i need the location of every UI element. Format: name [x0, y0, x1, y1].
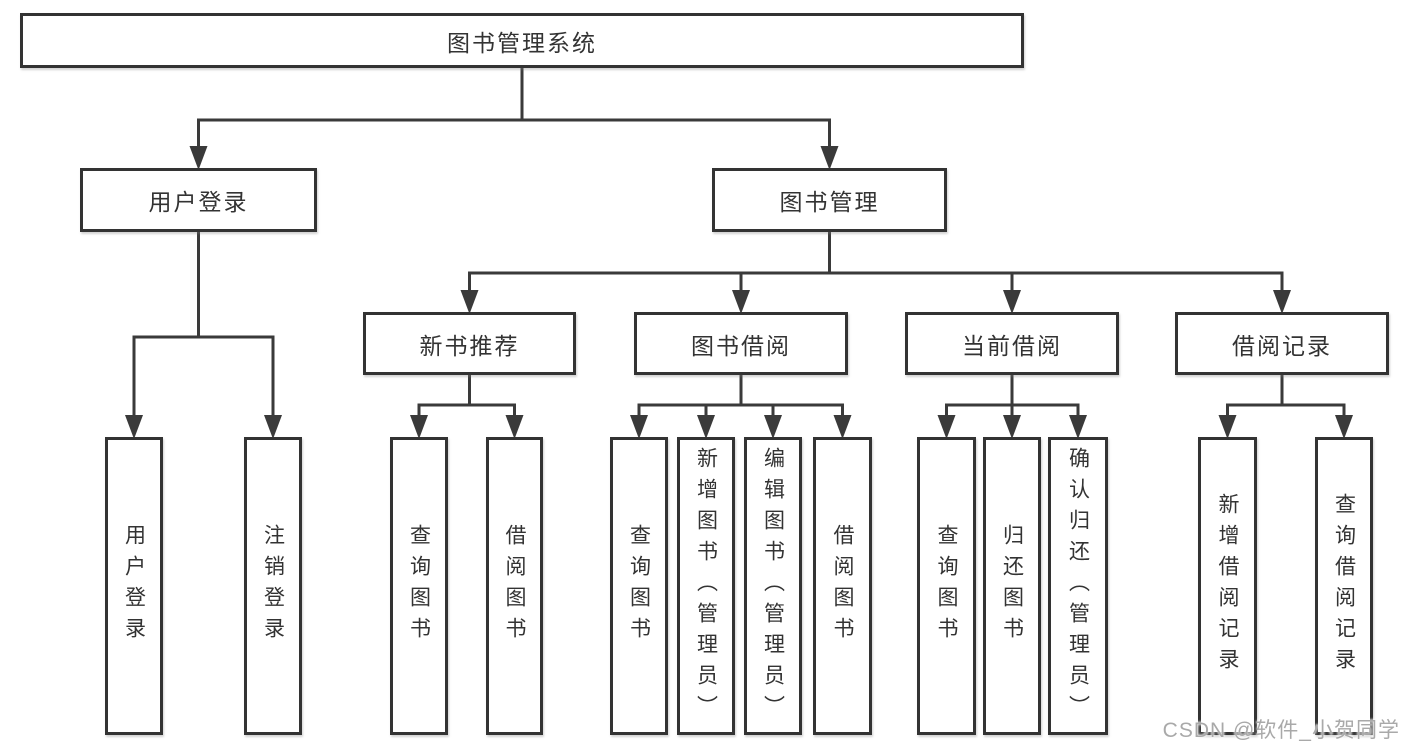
- node-label-bb-query-books: 查询图书: [627, 524, 651, 648]
- node-label-rec-borrow-books: 借阅图书: [503, 524, 526, 648]
- node-label-login: 用户登录: [122, 524, 146, 648]
- node-cb-query-books: 查询图书: [917, 437, 976, 735]
- node-label-rec-query-books: 查询图书: [407, 524, 431, 648]
- arrowhead-icon: [460, 290, 479, 314]
- watermark: CSDN @软件_小贺同学: [1162, 719, 1400, 742]
- connector-book-mgmt: [460, 230, 1291, 314]
- node-user-login: 用户登录: [80, 168, 317, 232]
- connector-new-book-rec: [410, 373, 524, 439]
- node-label-book-mgmt: 图书管理: [779, 189, 880, 215]
- node-label-user-login: 用户登录: [148, 189, 249, 215]
- arrowhead-icon: [1273, 290, 1291, 314]
- arrowhead-icon: [1218, 415, 1237, 439]
- node-bb-borrow-books: 借阅图书: [813, 437, 872, 735]
- node-login: 用户登录: [105, 437, 163, 735]
- node-root: 图书管理系统: [20, 13, 1024, 68]
- node-label-cb-return-books: 归还图书: [1000, 524, 1024, 648]
- node-label-logout: 注销登录: [261, 524, 285, 648]
- arrowhead-icon: [505, 415, 524, 439]
- node-label-new-book-rec: 新书推荐: [419, 332, 520, 359]
- connector-book-borrow: [630, 373, 852, 439]
- arrowhead-icon: [937, 415, 956, 439]
- arrowhead-icon: [833, 415, 852, 439]
- node-label-book-borrow: 图书借阅: [691, 332, 791, 359]
- node-label-bb-edit-books: 编辑图书（管理员）: [761, 446, 785, 726]
- arrowhead-icon: [1003, 290, 1021, 314]
- node-bb-edit-books: 编辑图书（管理员）: [744, 437, 802, 735]
- arrowhead-icon: [125, 415, 143, 439]
- arrowhead-icon: [1335, 415, 1353, 439]
- arrowhead-icon: [410, 415, 428, 439]
- node-rec-query-books: 查询图书: [390, 437, 448, 735]
- node-label-borrow-records: 借阅记录: [1232, 332, 1332, 359]
- node-cb-confirm-return: 确认归还（管理员）: [1048, 437, 1108, 735]
- node-bb-add-books: 新增图书（管理员）: [677, 437, 735, 735]
- node-br-add-record: 新增借阅记录: [1198, 437, 1257, 735]
- node-logout: 注销登录: [244, 437, 302, 735]
- node-borrow-records: 借阅记录: [1175, 312, 1389, 375]
- arrowhead-icon: [820, 146, 839, 170]
- node-new-book-rec: 新书推荐: [363, 312, 576, 375]
- node-book-borrow: 图书借阅: [634, 312, 848, 375]
- node-label-cb-query-books: 查询图书: [935, 524, 958, 648]
- arrowhead-icon: [630, 415, 648, 439]
- arrowhead-icon: [764, 415, 782, 439]
- node-label-root: 图书管理系统: [447, 29, 597, 56]
- arrowhead-icon: [264, 415, 282, 439]
- node-label-current-borrow: 当前借阅: [962, 332, 1062, 359]
- node-label-br-query-record: 查询借阅记录: [1332, 493, 1356, 679]
- arrowhead-icon: [189, 146, 208, 170]
- node-cb-return-books: 归还图书: [983, 437, 1041, 735]
- node-br-query-record: 查询借阅记录: [1315, 437, 1373, 735]
- node-rec-borrow-books: 借阅图书: [486, 437, 543, 735]
- connector-root: [189, 66, 839, 170]
- node-label-br-add-record: 新增借阅记录: [1216, 493, 1239, 679]
- arrowhead-icon: [697, 415, 715, 439]
- node-label-bb-add-books: 新增图书（管理员）: [694, 446, 718, 726]
- arrowhead-icon: [732, 290, 750, 314]
- node-current-borrow: 当前借阅: [905, 312, 1119, 375]
- connector-current-borrow: [937, 373, 1087, 439]
- arrowhead-icon: [1003, 415, 1021, 439]
- node-label-bb-borrow-books: 借阅图书: [831, 524, 854, 648]
- arrowhead-icon: [1069, 415, 1087, 439]
- node-book-mgmt: 图书管理: [712, 168, 947, 232]
- node-label-cb-confirm-return: 确认归还（管理员）: [1066, 446, 1090, 726]
- connector-user-login: [125, 230, 282, 439]
- connector-borrow-records: [1218, 373, 1353, 439]
- node-bb-query-books: 查询图书: [610, 437, 668, 735]
